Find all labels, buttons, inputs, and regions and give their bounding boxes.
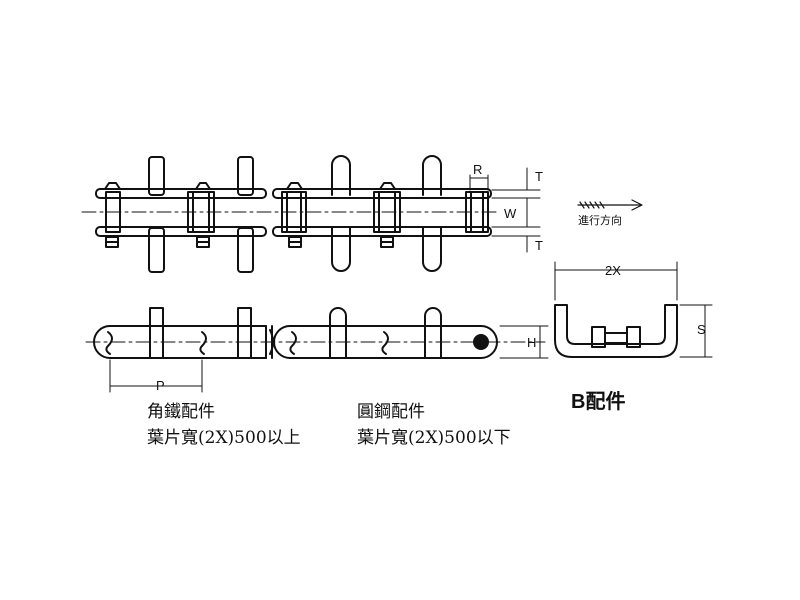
dim-label-t-bottom: T [535, 238, 543, 253]
dim-label-w: W [504, 206, 517, 221]
dim-label-p: P [156, 378, 165, 393]
b-fitting-drawing [554, 304, 678, 358]
dim-label-t-top: T [535, 169, 543, 184]
dimension-H [499, 325, 549, 359]
direction-label: 進行方向 [578, 213, 622, 227]
caption-round-steel-title: 圓鋼配件 [357, 402, 425, 422]
side-view-chain [93, 307, 498, 359]
dimension-P [109, 359, 203, 393]
dim-label-r: R [473, 162, 482, 177]
dim-label-2x: 2X [605, 263, 621, 278]
dimension-2X-S [554, 261, 713, 358]
caption-round-steel-desc: 葉片寬(2X)500以下 [357, 428, 511, 448]
top-view-chain [95, 155, 492, 273]
direction-arrow-icon [577, 199, 643, 211]
caption-angle-iron-title: 角鐵配件 [147, 402, 215, 422]
dim-label-s: S [697, 322, 706, 337]
dimension-lines-top [469, 167, 541, 253]
dim-label-h: H [527, 335, 536, 350]
caption-b-fitting: B配件 [571, 391, 626, 413]
caption-angle-iron-desc: 葉片寬(2X)500以上 [147, 428, 301, 448]
